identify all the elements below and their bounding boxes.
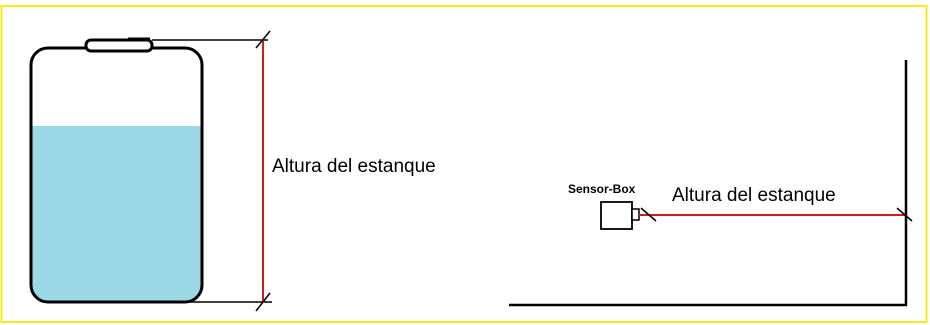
distance-tick-right [896, 207, 913, 222]
sensor-box-body [600, 201, 633, 230]
tank-height-label: Altura del estanque [272, 156, 436, 177]
dimension-tick-bottom [255, 292, 271, 312]
tank-cap [84, 38, 154, 53]
sensor-probe [631, 208, 640, 221]
water-fill [31, 126, 202, 302]
outer-frame [0, 5, 928, 323]
sensor-box [600, 201, 640, 230]
sensor-distance-label: Altura del estanque [672, 185, 836, 206]
tank-diagram [29, 37, 204, 304]
dimension-tick-top [255, 30, 271, 49]
distance-tick-left [640, 207, 657, 222]
sensor-box-label: Sensor-Box [568, 182, 636, 196]
